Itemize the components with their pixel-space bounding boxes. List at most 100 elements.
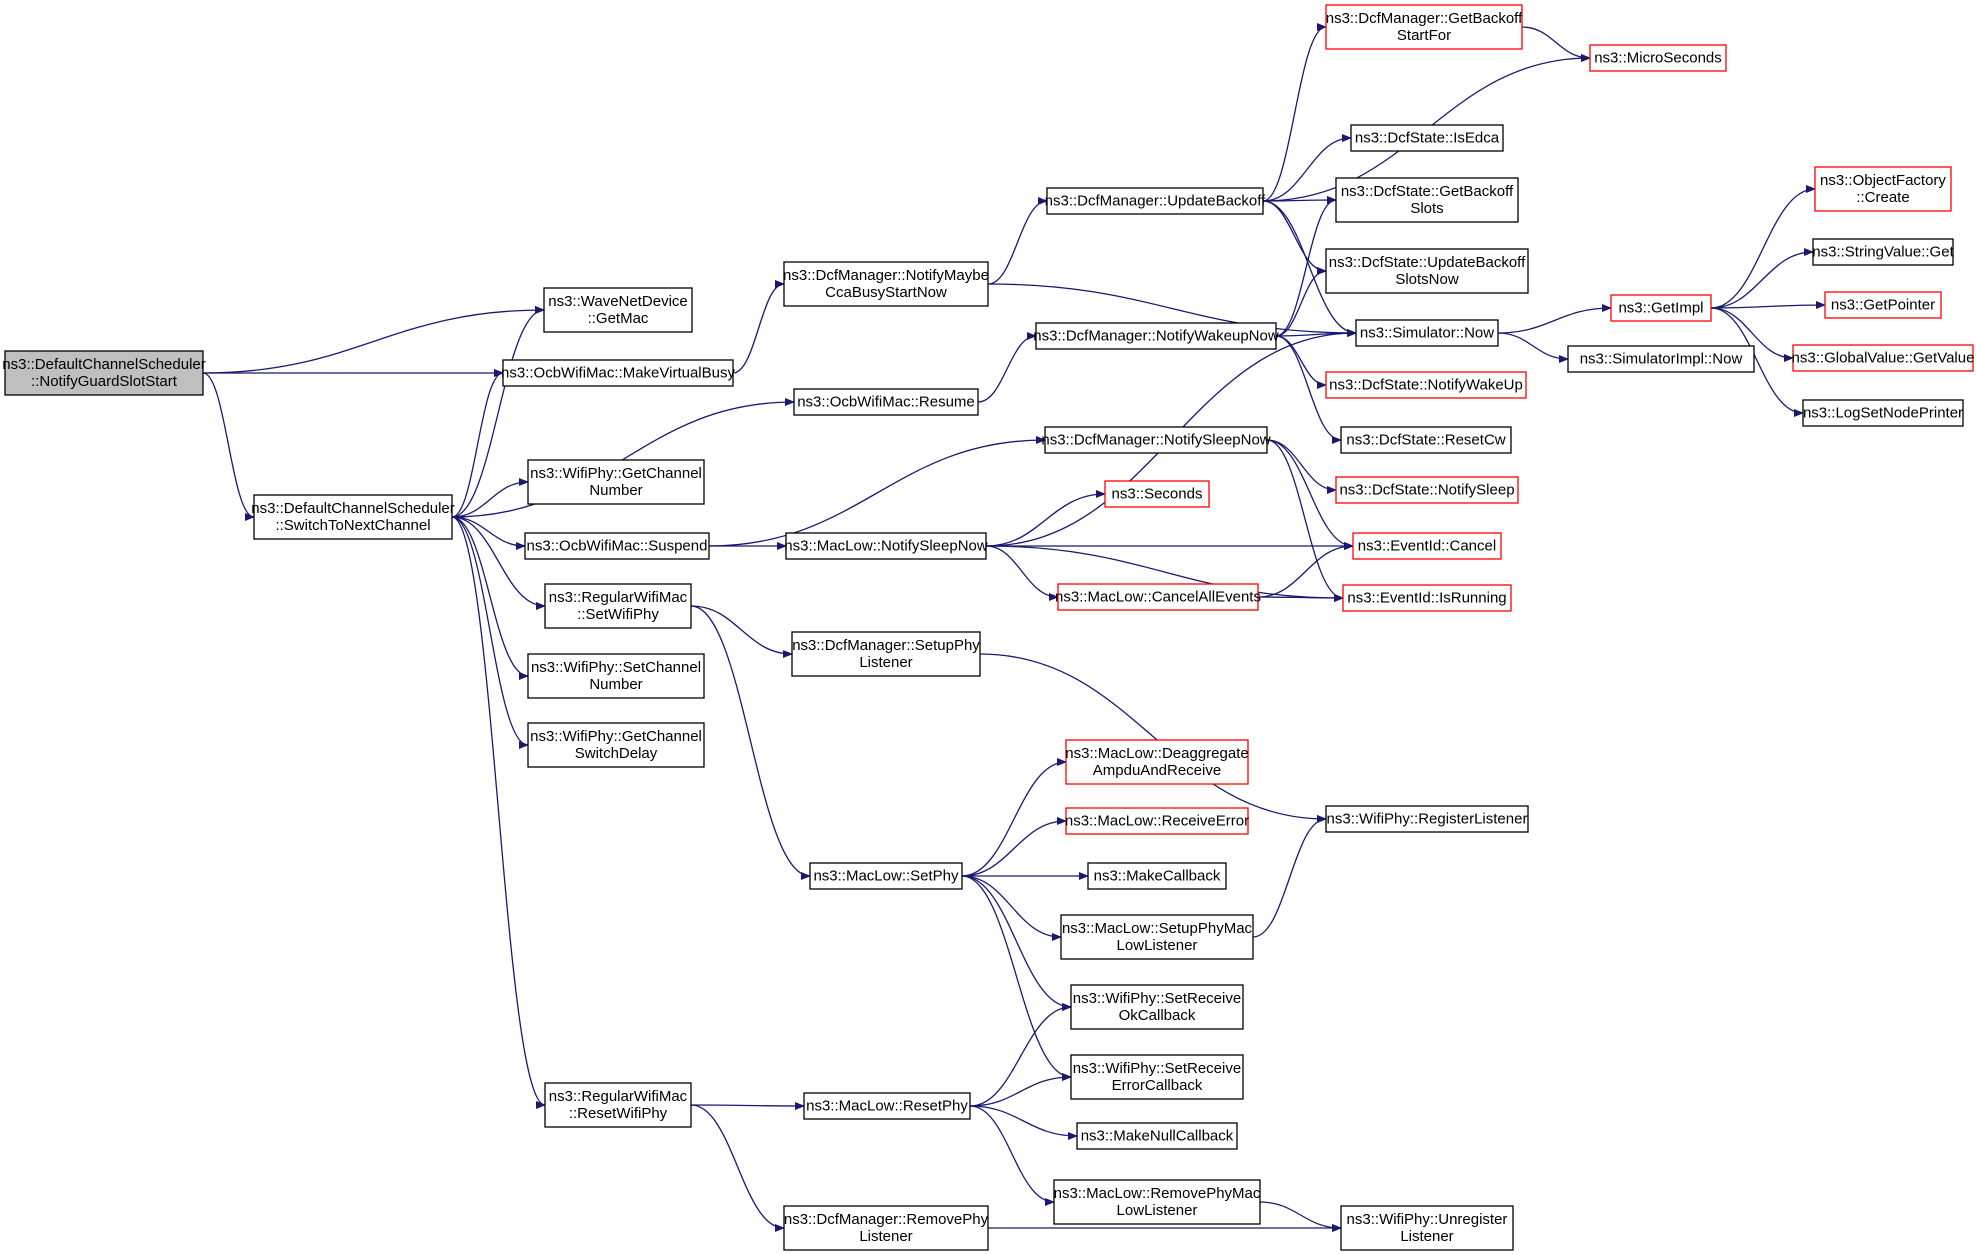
edge-macNotifySleep-to-seconds bbox=[985, 490, 1106, 547]
node-makeNullCb[interactable]: ns3::MakeNullCallback bbox=[1076, 1122, 1238, 1150]
node-box bbox=[1325, 371, 1527, 399]
node-switch[interactable]: ns3::DefaultChannelScheduler::SwitchToNe… bbox=[251, 494, 455, 540]
node-micro[interactable]: ns3::MicroSeconds bbox=[1589, 44, 1727, 72]
node-label: ns3::GetPointer bbox=[1831, 297, 1935, 314]
node-label: ns3::DcfState::UpdateBackoff bbox=[1329, 254, 1526, 271]
node-label: ns3::GetImpl bbox=[1618, 300, 1703, 317]
node-getImpl[interactable]: ns3::GetImpl bbox=[1610, 294, 1712, 322]
node-macSetPhy[interactable]: ns3::MacLow::SetPhy bbox=[809, 862, 963, 890]
node-rwmSetPhy[interactable]: ns3::RegularWifiMac::SetWifiPhy bbox=[544, 583, 692, 629]
edge-switch-to-getChanNum bbox=[451, 478, 529, 518]
node-label: ns3::GlobalValue::GetValue bbox=[1792, 350, 1975, 367]
node-dcfUpdBackoff[interactable]: ns3::DcfManager::UpdateBackoff bbox=[1045, 187, 1267, 215]
node-isEdca[interactable]: ns3::DcfState::IsEdca bbox=[1350, 124, 1504, 152]
edges-layer bbox=[202, 23, 1826, 1232]
node-label: ns3::Simulator::Now bbox=[1360, 325, 1494, 342]
node-label: ::GetMac bbox=[588, 310, 649, 327]
node-box bbox=[1342, 584, 1512, 612]
node-rwmReset[interactable]: ns3::RegularWifiMac::ResetWifiPhy bbox=[544, 1082, 692, 1128]
node-registerListener[interactable]: ns3::WifiPhy::RegisterListener bbox=[1325, 805, 1529, 833]
node-dcfSleepNow[interactable]: ns3::DcfManager::NotifySleepNow bbox=[1041, 426, 1271, 454]
node-label: Listener bbox=[1400, 1228, 1453, 1245]
edge-cancelAll-to-evCancel bbox=[1257, 542, 1354, 598]
edge-simNow-to-getImpl bbox=[1497, 304, 1612, 334]
node-dcfNotifyCca[interactable]: ns3::DcfManager::NotifyMaybeCcaBusyStart… bbox=[783, 261, 989, 307]
node-ocbSuspend[interactable]: ns3::OcbWifiMac::Suspend bbox=[524, 532, 710, 560]
node-macResetPhy[interactable]: ns3::MacLow::ResetPhy bbox=[803, 1092, 971, 1120]
node-strGet[interactable]: ns3::StringValue::Get bbox=[1812, 238, 1955, 266]
node-box bbox=[1792, 344, 1974, 372]
node-label: ns3::WifiPhy::GetChannel bbox=[530, 465, 702, 482]
node-label: ns3::DcfState::IsEdca bbox=[1355, 130, 1500, 147]
edge-dcfUpdBackoff-to-isEdca bbox=[1262, 134, 1352, 202]
edge-getImpl-to-getPointer bbox=[1710, 301, 1826, 310]
node-dcfWakeup[interactable]: ns3::DcfManager::NotifyWakeupNow bbox=[1033, 322, 1279, 350]
node-recvErr[interactable]: ns3::MacLow::ReceiveError bbox=[1065, 807, 1249, 835]
node-box bbox=[527, 459, 705, 505]
node-ocbBusy[interactable]: ns3::OcbWifiMac::MakeVirtualBusy bbox=[501, 359, 735, 387]
node-box bbox=[1325, 248, 1529, 294]
node-simNow[interactable]: ns3::Simulator::Now bbox=[1355, 319, 1499, 347]
node-evRunning[interactable]: ns3::EventId::IsRunning bbox=[1342, 584, 1512, 612]
node-getPointer[interactable]: ns3::GetPointer bbox=[1824, 291, 1942, 319]
node-wndGetMac[interactable]: ns3::WaveNetDevice::GetMac bbox=[543, 287, 693, 333]
edge-dcfUpdBackoff-to-updBackoffSlots bbox=[1262, 200, 1327, 275]
node-box bbox=[783, 261, 989, 307]
edge-switch-to-rwmSetPhy bbox=[451, 516, 546, 610]
node-box bbox=[1035, 322, 1277, 350]
node-simImplNow[interactable]: ns3::SimulatorImpl::Now bbox=[1567, 345, 1755, 373]
node-globalGet[interactable]: ns3::GlobalValue::GetValue bbox=[1792, 344, 1975, 372]
node-label: ns3::DcfManager::NotifySleepNow bbox=[1041, 432, 1270, 449]
node-label: ns3::DcfManager::NotifyWakeupNow bbox=[1033, 328, 1279, 345]
node-macNotifySleep[interactable]: ns3::MacLow::NotifySleepNow bbox=[784, 532, 988, 560]
node-box bbox=[1335, 177, 1519, 223]
edge-macNotifySleep-to-evRunning bbox=[985, 545, 1344, 602]
node-resetCw[interactable]: ns3::DcfState::ResetCw bbox=[1340, 426, 1512, 454]
node-label: ns3::EventId::IsRunning bbox=[1347, 590, 1506, 607]
node-label: ns3::WifiPhy::GetChannel bbox=[530, 728, 702, 745]
node-makeCb[interactable]: ns3::MakeCallback bbox=[1087, 862, 1227, 890]
node-cancelAll[interactable]: ns3::MacLow::CancelAllEvents bbox=[1055, 583, 1261, 611]
node-box bbox=[1824, 291, 1942, 319]
node-label: ns3::DefaultChannelScheduler bbox=[251, 500, 454, 517]
node-evCancel[interactable]: ns3::EventId::Cancel bbox=[1352, 532, 1502, 560]
node-label: CcaBusyStartNow bbox=[825, 284, 947, 301]
edge-dcfWakeup-to-getBackoffSlots bbox=[1275, 196, 1337, 337]
edge-getImpl-to-logPrinter bbox=[1710, 307, 1804, 417]
edge-dcfNotifyCca-to-dcfUpdBackoff bbox=[987, 197, 1048, 285]
edge-switch-to-rwmReset bbox=[451, 516, 546, 1109]
node-box bbox=[1325, 805, 1529, 833]
node-box bbox=[1046, 187, 1264, 215]
node-box bbox=[1567, 345, 1755, 373]
edge-switch-to-setChanNum bbox=[451, 516, 529, 680]
node-box bbox=[1355, 319, 1499, 347]
node-root[interactable]: ns3::DefaultChannelScheduler::NotifyGuar… bbox=[2, 350, 206, 396]
node-objFactory[interactable]: ns3::ObjectFactory::Create bbox=[1814, 166, 1952, 212]
node-label: ns3::MacLow::ReceiveError bbox=[1065, 813, 1249, 830]
node-logPrinter[interactable]: ns3::LogSetNodePrinter bbox=[1802, 399, 1964, 427]
node-notifyWakeUp[interactable]: ns3::DcfState::NotifyWakeUp bbox=[1325, 371, 1527, 399]
node-notifySleep[interactable]: ns3::DcfState::NotifySleep bbox=[1335, 476, 1519, 504]
edge-ocbResume-to-dcfWakeup bbox=[977, 332, 1037, 403]
node-box bbox=[1814, 166, 1952, 212]
node-seconds[interactable]: ns3::Seconds bbox=[1104, 480, 1210, 508]
node-label: ns3::MacLow::Deaggregate bbox=[1065, 745, 1248, 762]
edge-rwmSetPhy-to-macSetPhy bbox=[690, 605, 811, 880]
node-label: ns3::OcbWifiMac::MakeVirtualBusy bbox=[501, 365, 735, 382]
node-ocbResume[interactable]: ns3::OcbWifiMac::Resume bbox=[793, 388, 979, 416]
node-box bbox=[791, 631, 981, 677]
